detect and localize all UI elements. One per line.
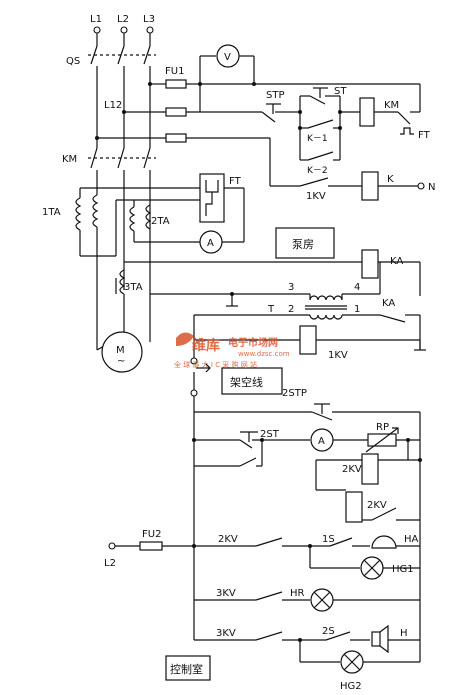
ta2-label: 2TA [151, 216, 170, 227]
fu2-label: FU2 [142, 529, 161, 540]
motor-tilde: ~ [117, 356, 125, 367]
ammeter-2-label: A [318, 436, 325, 447]
fu2-feed [108, 541, 196, 551]
km-control-line [199, 82, 421, 161]
overhead-line-box [221, 367, 283, 395]
ta3-label: 3TA [124, 282, 143, 293]
alarm-line-h [194, 624, 420, 674]
alarm-line-ha [194, 535, 420, 580]
stp2-label: 2STP [282, 388, 307, 399]
pump-room-box [275, 227, 335, 259]
kv2-contact-label: 2KV [367, 500, 387, 511]
l12-label: L12 [104, 100, 122, 111]
k-coil-line [269, 138, 425, 201]
fu1-fuses [97, 79, 270, 143]
watermark-brand: 维库 [192, 337, 220, 354]
ammeter-1-label: A [207, 238, 214, 249]
rp-label: RP [376, 422, 389, 433]
h-label: H [400, 628, 408, 639]
ka-contact-label: KA [382, 298, 395, 309]
current-transformer-3ta [115, 269, 126, 330]
kv3-contact-a-label: 3KV [216, 588, 236, 599]
t-terminal-2-label: 2 [288, 304, 294, 315]
ft-relay-label: FT [229, 176, 242, 187]
control-room-box [165, 655, 211, 681]
ka-coil-label: KA [390, 256, 403, 267]
voltmeter-label: V [224, 52, 231, 63]
alarm-line-hr [194, 588, 420, 612]
fu1-label: FU1 [165, 66, 184, 77]
qs-label: QS [66, 56, 80, 67]
ft-contact-label: FT [418, 130, 431, 141]
watermark: 维库 电子市场网 www.dzsc.com 全 球 最 大 I C 采 购 网 … [174, 332, 290, 369]
hg2-label: HG2 [340, 681, 362, 692]
current-transformer-2ta [115, 199, 244, 256]
ta1-label: 1TA [42, 207, 61, 218]
k2-label: K－2 [307, 166, 328, 176]
km-coil-label: KM [384, 100, 399, 111]
s1-label: 1S [322, 534, 335, 545]
ha-label: HA [404, 534, 419, 545]
kv1-coil-line [190, 315, 426, 397]
watermark-url: www.dzsc.com [238, 350, 290, 358]
hg1-label: HG1 [392, 564, 414, 575]
st-label: ST [334, 86, 347, 97]
t-terminal-1-label: 1 [354, 304, 360, 315]
k1-label: K－1 [307, 134, 328, 144]
k-coil-label: K [387, 174, 394, 185]
kv2-contact-b-label: 2KV [218, 534, 238, 545]
t-terminal-3-label: 3 [288, 282, 294, 293]
kv1-contact-label: 1KV [306, 191, 326, 202]
l2-bottom-label: L2 [104, 558, 116, 569]
km-contacts-label: KM [62, 154, 77, 165]
kv1-coil-label: 1KV [328, 350, 348, 361]
transformer-t-label: T [267, 304, 275, 315]
motor-label: M [116, 345, 125, 356]
st2-label: 2ST [260, 429, 280, 440]
voltmeter [198, 44, 255, 86]
overhead-line-label: 架空线 [230, 375, 263, 389]
ka-coil-line [124, 249, 421, 296]
t-terminal-4-label: 4 [354, 282, 360, 293]
watermark-slogan: 全 球 最 大 I C 采 购 网 站 [174, 360, 257, 369]
control-room-wiring [192, 396, 422, 662]
s2-label: 2S [322, 626, 335, 637]
l2-label: L2 [117, 14, 129, 25]
l1-label: L1 [90, 14, 102, 25]
control-room-label: 控制室 [170, 662, 203, 676]
watermark-site: 电子市场网 [228, 336, 278, 349]
kv3-contact-b-label: 3KV [216, 628, 236, 639]
l3-label: L3 [143, 14, 155, 25]
ft-thermal-relay [199, 173, 245, 242]
hr-label: HR [290, 588, 305, 599]
horn-icon [371, 631, 381, 647]
pump-room-label: 泵房 [292, 238, 314, 251]
bell-icon [371, 535, 397, 549]
three-phase-bus [88, 26, 156, 148]
kv2-coil-label: 2KV [342, 464, 362, 475]
stp-label: STP [266, 90, 285, 101]
motor [96, 270, 151, 373]
current-transformer-1ta [75, 187, 200, 350]
n-label: N [428, 182, 435, 193]
